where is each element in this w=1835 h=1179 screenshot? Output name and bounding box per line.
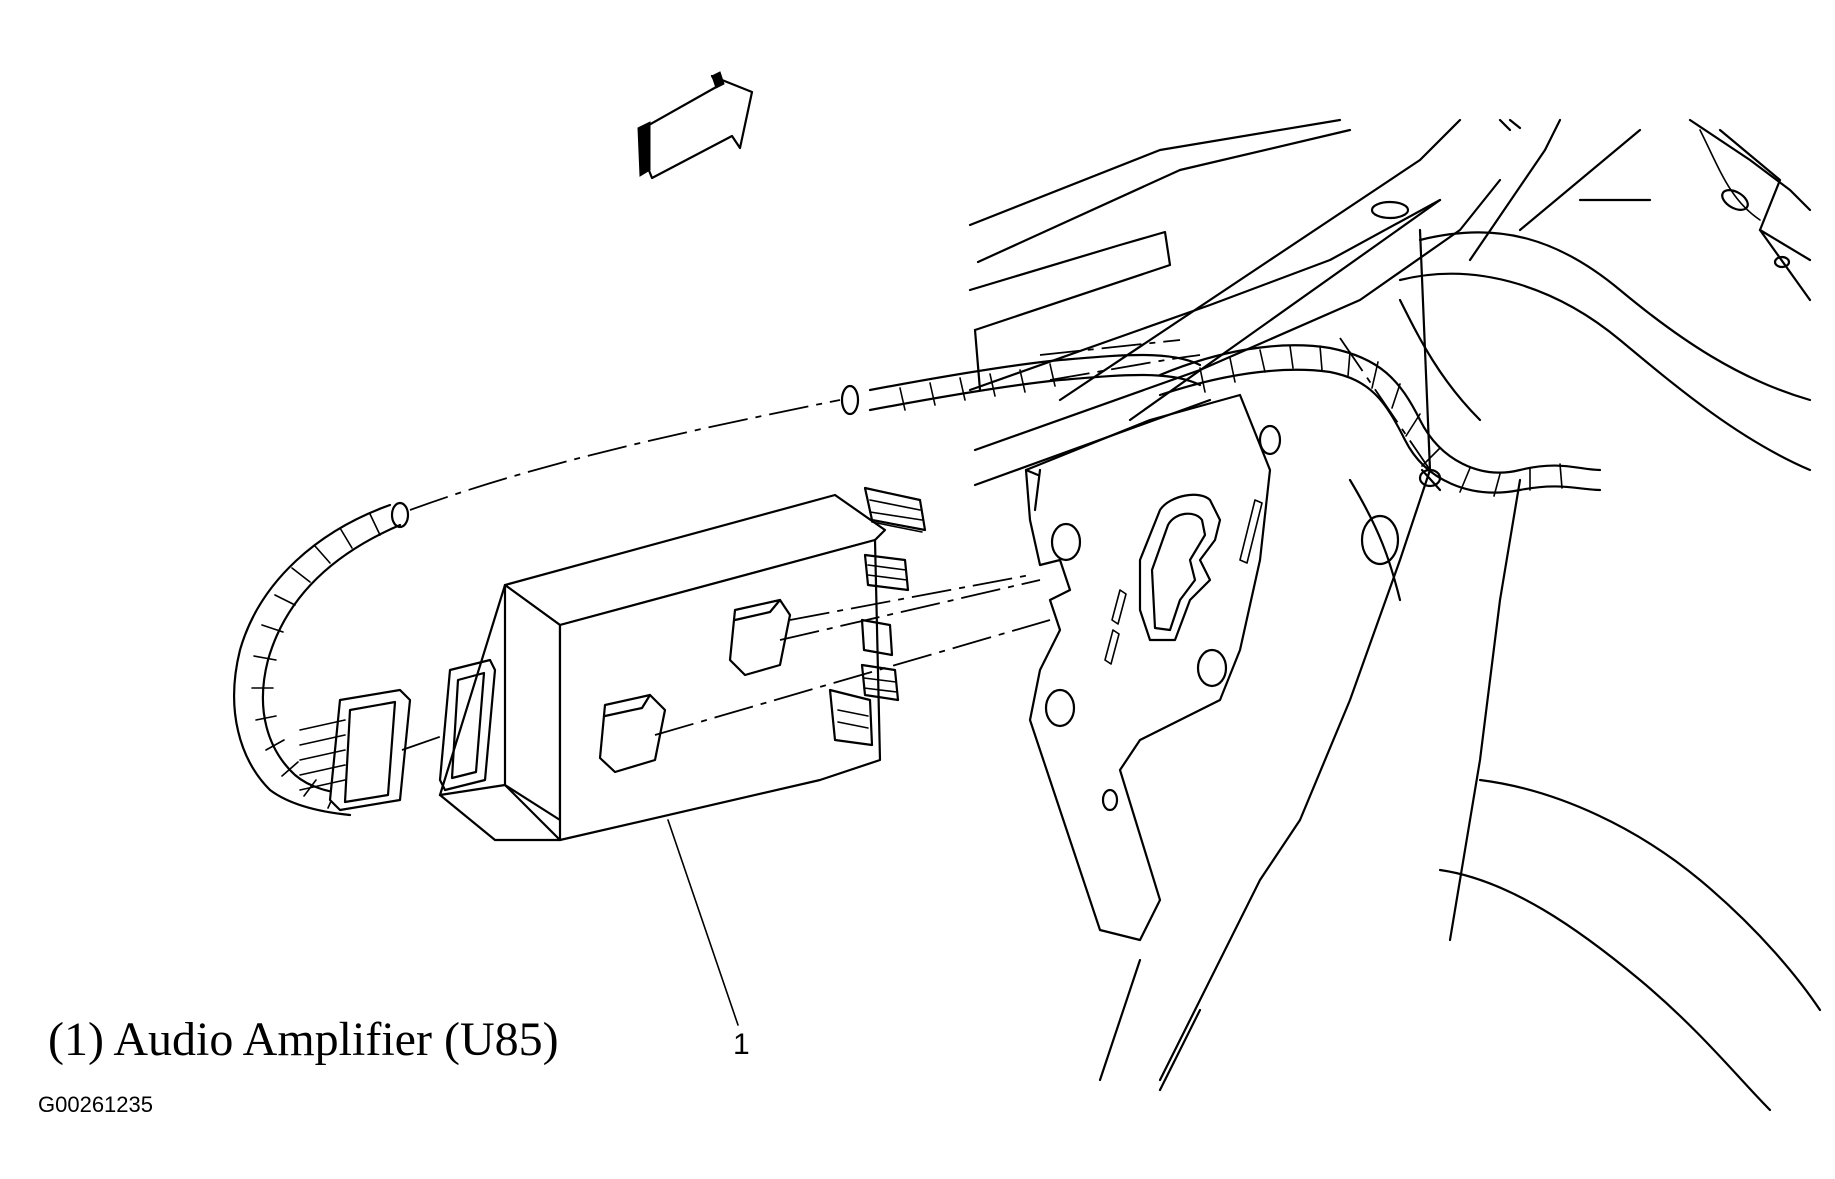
forward-arrow-icon: [637, 71, 754, 180]
vehicle-body-structure: [968, 118, 1822, 1112]
figure-id: G00261235: [38, 1092, 153, 1117]
figure-caption: (1) Audio Amplifier (U85): [48, 1013, 559, 1066]
wiring-harness: [233, 337, 1602, 817]
mounting-bracket: [1024, 393, 1400, 942]
callout-number: 1: [733, 1028, 750, 1061]
harness-connector: [299, 688, 412, 812]
callout-leader-line: [667, 819, 739, 1026]
audio-amplifier-module: [401, 486, 1051, 842]
